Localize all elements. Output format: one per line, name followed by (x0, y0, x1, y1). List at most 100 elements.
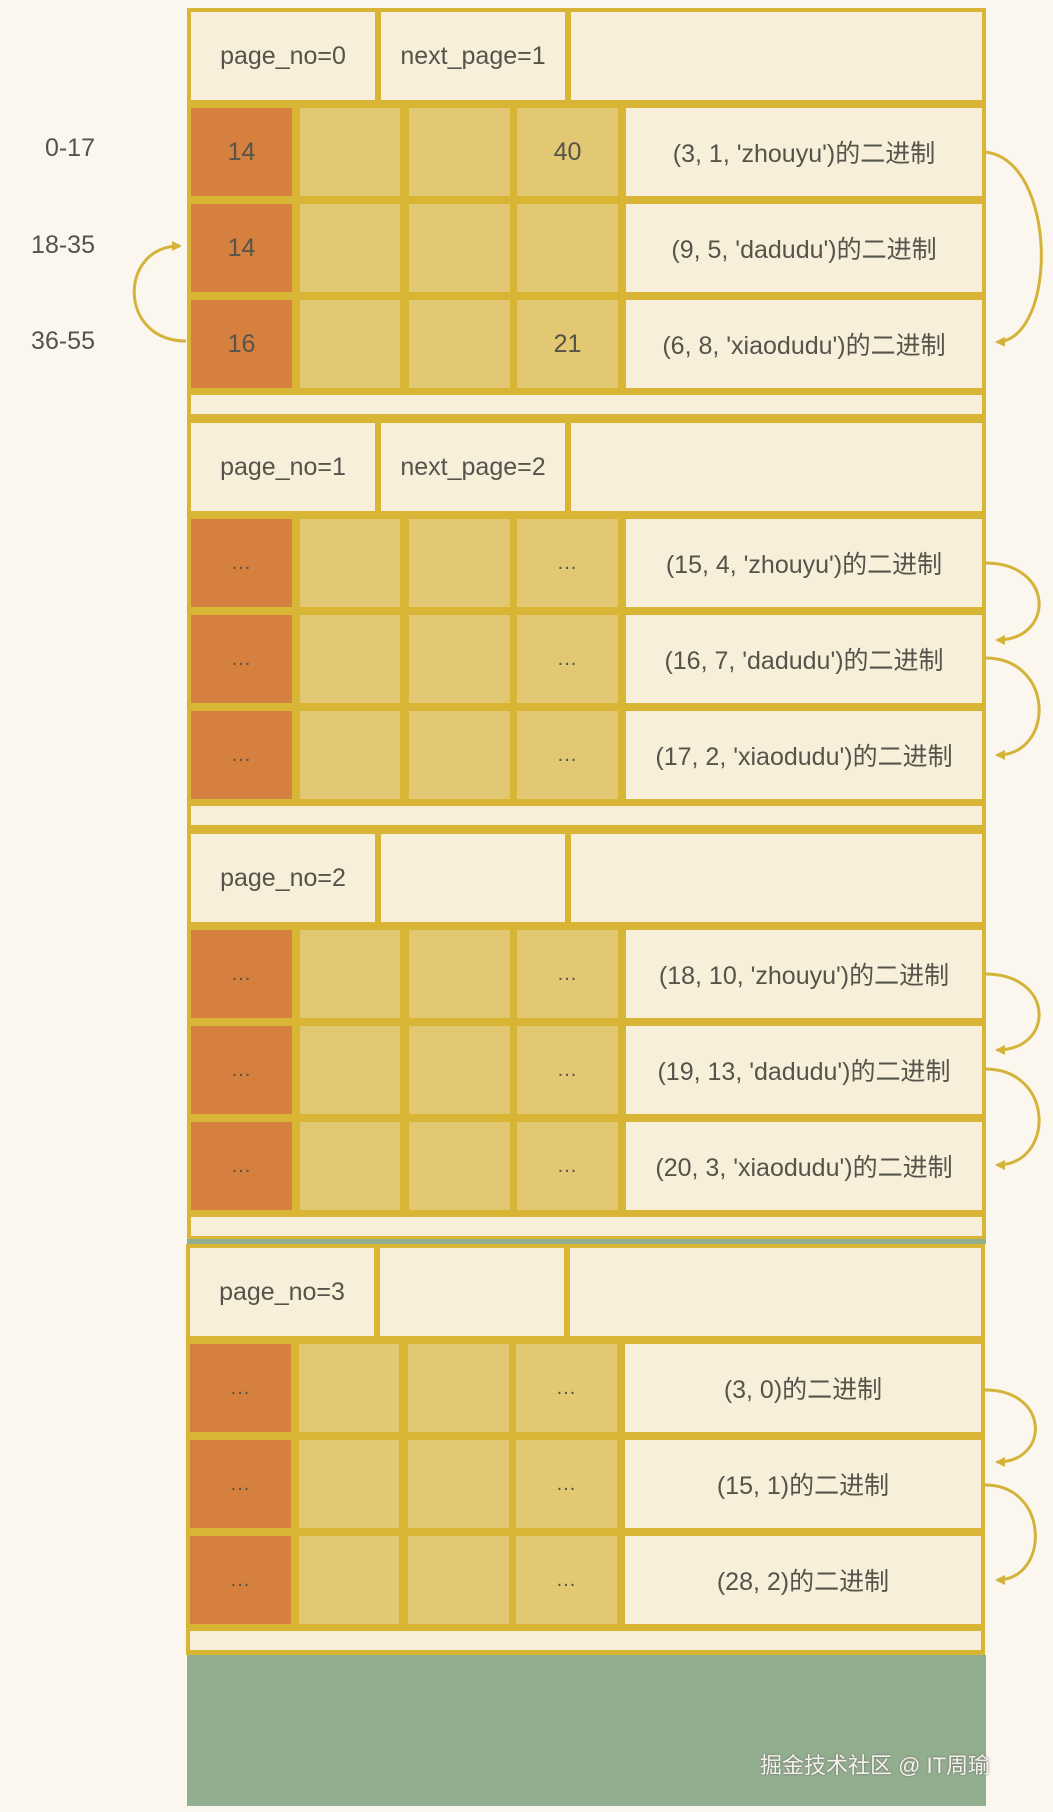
row-cell-1: 14 (191, 108, 292, 196)
row-cell-3 (409, 1122, 510, 1210)
header-filler (571, 12, 982, 100)
record-cell: (9, 5, 'dadudu')的二进制 (626, 204, 982, 292)
row-cell-1: ... (190, 1344, 291, 1432)
row-cell-2 (300, 300, 400, 388)
row-cell-3 (409, 300, 510, 388)
slot-range-label: 36-55 (31, 327, 95, 355)
row-cell-4: ... (517, 930, 618, 1018)
row-cell-3 (409, 108, 510, 196)
page-trailer (191, 1217, 982, 1236)
row-cell-3 (408, 1344, 509, 1432)
page-separator (187, 1239, 986, 1244)
row-cell-1: ... (190, 1440, 291, 1528)
row-cell-1: ... (191, 711, 292, 799)
record-cell: (20, 3, 'xiaodudu')的二进制 (626, 1122, 982, 1210)
row-cell-4: ... (516, 1344, 617, 1432)
header-filler (571, 834, 982, 922)
row-cell-2 (300, 711, 400, 799)
record-link-arrow-icon (984, 1388, 1037, 1467)
page-no-cell: page_no=3 (190, 1248, 374, 1336)
row-cell-1: ... (191, 519, 292, 607)
page-no-cell: page_no=2 (191, 834, 375, 922)
record-cell: (15, 4, 'zhouyu')的二进制 (626, 519, 982, 607)
slot-link-arrow-icon (132, 241, 187, 343)
record-cell: (3, 0)的二进制 (625, 1344, 981, 1432)
slot-range-label: 0-17 (44, 134, 95, 162)
next-page-label: next_page=1 (400, 41, 546, 70)
record-cell: (19, 13, 'dadudu')的二进制 (626, 1026, 982, 1114)
row-cell-1: ... (191, 615, 292, 703)
row-cell-1: 14 (191, 204, 292, 292)
row-cell-2 (300, 1026, 400, 1114)
row-cell-4: ... (517, 1122, 618, 1210)
record-cell: (18, 10, 'zhouyu')的二进制 (626, 930, 982, 1018)
header-filler (570, 1248, 981, 1336)
row-cell-4: ... (516, 1440, 617, 1528)
record-cell: (28, 2)的二进制 (625, 1536, 981, 1624)
row-cell-3 (409, 204, 510, 292)
page-no-cell: page_no=0 (191, 12, 375, 100)
page-1: page_no=1 next_page=2 ... ... (15, 4, 'z… (187, 419, 986, 830)
page-no-label: page_no=2 (220, 863, 346, 892)
next-page-cell: next_page=1 (381, 12, 565, 100)
row-cell-4: ... (517, 711, 618, 799)
row-cell-1: 16 (191, 300, 292, 388)
row-cell-2 (300, 108, 400, 196)
row-cell-1: ... (191, 930, 292, 1018)
page-2: page_no=2 ... ... (18, 10, 'zhouyu')的二进制… (187, 830, 986, 1241)
row-cell-1: ... (191, 1122, 292, 1210)
page-no-label: page_no=3 (219, 1277, 345, 1306)
next-page-cell (380, 1248, 564, 1336)
record-link-arrow-icon (984, 150, 1043, 347)
watermark: 掘金技术社区 @ IT周瑜 (760, 1753, 991, 1778)
next-page-cell: next_page=2 (381, 423, 565, 511)
row-cell-2 (300, 615, 400, 703)
slot-range-label: 18-35 (31, 231, 95, 259)
row-cell-3 (408, 1536, 509, 1624)
record-link-arrow-icon (984, 1483, 1037, 1585)
record-link-arrow-icon (984, 656, 1041, 760)
green-footer-block (187, 1655, 986, 1806)
row-cell-4: 40 (517, 108, 618, 196)
row-cell-2 (300, 1122, 400, 1210)
row-cell-4: ... (517, 1026, 618, 1114)
row-cell-4 (517, 204, 618, 292)
next-page-label: next_page=2 (400, 452, 546, 481)
record-link-arrow-icon (984, 561, 1041, 645)
record-link-arrow-icon (984, 1067, 1041, 1170)
record-cell: (6, 8, 'xiaodudu')的二进制 (626, 300, 982, 388)
page-trailer (191, 395, 982, 414)
row-cell-2 (300, 519, 400, 607)
row-cell-2 (300, 204, 400, 292)
row-cell-4: ... (516, 1536, 617, 1624)
row-cell-3 (409, 711, 510, 799)
row-cell-4: ... (517, 615, 618, 703)
next-page-cell (381, 834, 565, 922)
page-trailer (190, 1631, 981, 1650)
record-cell: (3, 1, 'zhouyu')的二进制 (626, 108, 982, 196)
row-cell-1: ... (191, 1026, 292, 1114)
row-cell-2 (300, 930, 400, 1018)
row-cell-1: ... (190, 1536, 291, 1624)
row-cell-3 (408, 1440, 509, 1528)
page-0: page_no=0 next_page=1 14 40 (3, 1, 'zhou… (187, 8, 986, 419)
row-cell-3 (409, 930, 510, 1018)
row-cell-2 (299, 1344, 399, 1432)
row-cell-2 (299, 1536, 399, 1624)
page-no-label: page_no=1 (220, 452, 346, 481)
row-cell-3 (409, 615, 510, 703)
row-cell-2 (299, 1440, 399, 1528)
row-cell-4: ... (517, 519, 618, 607)
page-no-label: page_no=0 (220, 41, 346, 70)
record-cell: (15, 1)的二进制 (625, 1440, 981, 1528)
record-cell: (17, 2, 'xiaodudu')的二进制 (626, 711, 982, 799)
row-cell-4: 21 (517, 300, 618, 388)
row-cell-3 (409, 519, 510, 607)
page-3: page_no=3 ... ... (3, 0)的二进制 ... ... (15… (186, 1244, 985, 1655)
record-cell: (16, 7, 'dadudu')的二进制 (626, 615, 982, 703)
page-trailer (191, 806, 982, 825)
row-cell-3 (409, 1026, 510, 1114)
page-no-cell: page_no=1 (191, 423, 375, 511)
record-link-arrow-icon (984, 972, 1041, 1055)
